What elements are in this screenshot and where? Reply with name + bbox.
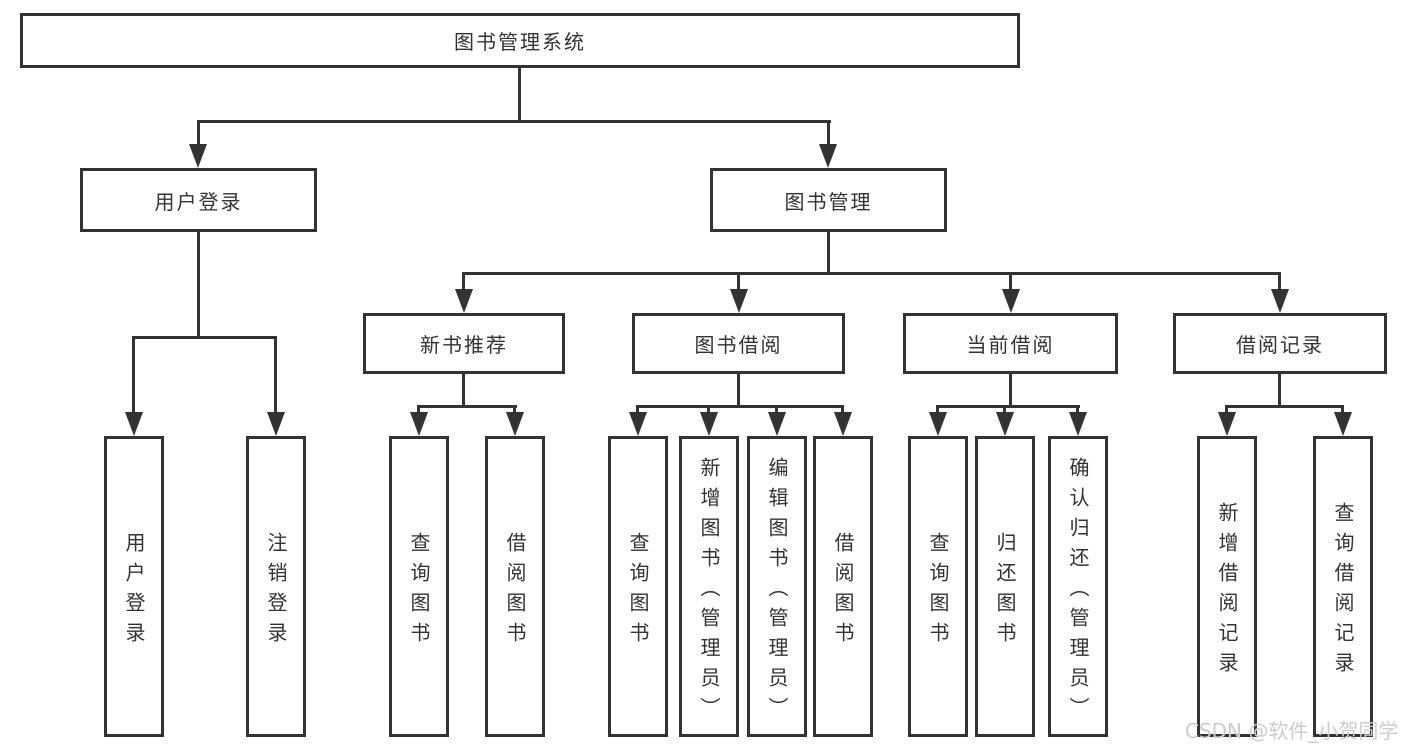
leaf-newbook-borrow-books-label: 借阅图书 [503,531,527,652]
node-current-borrow: 当前借阅 [903,313,1118,374]
connector-bookborrow-drop-4 [841,405,844,415]
connector-records-drop-1 [1225,405,1228,415]
arrow-down-icon [125,412,143,436]
arrow-down-icon [1002,289,1020,313]
node-user-login: 用户登录 [80,168,317,232]
leaf-records-add-record-label: 新增借阅记录 [1215,501,1239,682]
leaf-logout-label: 注销登录 [264,531,288,652]
leaf-current-return-books-label: 归还图书 [993,531,1017,652]
connector-currentborrow-bar [936,405,1080,408]
node-book-management: 图书管理 [710,168,947,232]
leaf-current-return-books: 归还图书 [975,436,1035,737]
arrow-down-icon [1218,412,1236,436]
arrow-down-icon [996,412,1014,436]
leaf-current-confirm-return-admin: 确认归还（管理员） [1048,436,1108,737]
connector-bookborrow-drop-1 [636,405,639,415]
connector-records-bar [1225,405,1344,408]
connector-root-bar [197,120,831,123]
connector-newbook-stem [462,374,465,406]
connector-userlogin-drop-1 [132,336,135,414]
leaf-records-query-record-label: 查询借阅记录 [1331,501,1355,682]
connector-bookborrow-drop-3 [775,405,778,415]
node-book-borrow: 图书借阅 [632,313,845,374]
arrow-down-icon [629,412,647,436]
leaf-current-confirm-return-admin-label: 确认归还（管理员） [1066,456,1090,727]
leaf-newbook-query-books-label: 查询图书 [407,531,431,652]
arrow-down-icon [506,412,524,436]
arrow-down-icon [189,144,207,168]
connector-newbook-drop-1 [417,405,420,415]
leaf-borrow-add-books-admin-label: 新增图书（管理员） [697,456,721,727]
leaf-borrow-edit-books-admin-label: 编辑图书（管理员） [765,456,789,727]
leaf-user-login: 用户登录 [104,436,164,737]
node-user-login-label: 用户登录 [154,189,243,214]
connector-root-stem [518,68,521,121]
leaf-current-query-books: 查询图书 [908,436,968,737]
node-new-book-recommend-label: 新书推荐 [420,333,508,357]
connector-userlogin-bar [132,336,277,339]
leaf-borrow-query-books-label: 查询图书 [626,531,650,652]
leaf-logout: 注销登录 [246,436,306,737]
connector-currentborrow-drop-3 [1076,405,1079,415]
arrow-down-icon [267,412,285,436]
node-library-system-label: 图书管理系统 [454,30,586,54]
connector-records-stem [1278,374,1281,406]
arrow-down-icon [1271,289,1289,313]
arrow-down-icon [455,289,473,313]
connector-bookmgmt-drop-4 [1278,272,1281,291]
arrow-down-icon [834,412,852,436]
connector-newbook-drop-2 [513,405,516,415]
leaf-borrow-borrow-books-label: 借阅图书 [831,531,855,652]
node-library-system: 图书管理系统 [20,13,1020,68]
connector-bookborrow-bar [636,405,844,408]
node-borrow-records: 借阅记录 [1173,313,1387,374]
arrow-down-icon [1334,412,1352,436]
node-new-book-recommend: 新书推荐 [363,313,565,374]
node-book-management-label: 图书管理 [784,189,873,214]
leaf-records-query-record: 查询借阅记录 [1313,436,1373,737]
leaf-records-add-record: 新增借阅记录 [1197,436,1257,737]
connector-bookborrow-stem [737,374,740,406]
arrow-down-icon [730,289,748,313]
leaf-borrow-query-books: 查询图书 [608,436,668,737]
leaf-newbook-query-books: 查询图书 [389,436,449,737]
connector-currentborrow-drop-1 [936,405,939,415]
connector-newbook-bar [417,405,517,408]
leaf-current-query-books-label: 查询图书 [926,531,950,652]
connector-root-drop-left [197,120,200,146]
connector-currentborrow-drop-2 [1003,405,1006,415]
connector-bookborrow-drop-2 [707,405,710,415]
node-book-borrow-label: 图书借阅 [694,333,783,357]
node-borrow-records-label: 借阅记录 [1236,333,1324,357]
leaf-borrow-borrow-books: 借阅图书 [813,436,873,737]
leaf-newbook-borrow-books: 借阅图书 [485,436,545,737]
arrow-down-icon [819,144,837,168]
arrow-down-icon [929,412,947,436]
connector-userlogin-stem [197,232,200,337]
connector-records-drop-2 [1341,405,1344,415]
arrow-down-icon [1069,412,1087,436]
connector-bookmgmt-stem [827,232,830,273]
node-current-borrow-label: 当前借阅 [966,333,1055,357]
connector-bookmgmt-drop-1 [462,272,465,291]
leaf-borrow-add-books-admin: 新增图书（管理员） [679,436,739,737]
connector-root-drop-right [827,120,830,146]
leaf-user-login-label: 用户登录 [122,531,146,652]
connector-bookmgmt-bar [462,272,1281,275]
arrow-down-icon [410,412,428,436]
arrow-down-icon [768,412,786,436]
connector-currentborrow-stem [1009,374,1012,406]
arrow-down-icon [700,412,718,436]
connector-userlogin-drop-2 [274,336,277,414]
leaf-borrow-edit-books-admin: 编辑图书（管理员） [747,436,807,737]
connector-bookmgmt-drop-2 [737,272,740,291]
csdn-watermark: CSDN @软件_小贺同学 [1185,719,1399,743]
connector-bookmgmt-drop-3 [1009,272,1012,291]
